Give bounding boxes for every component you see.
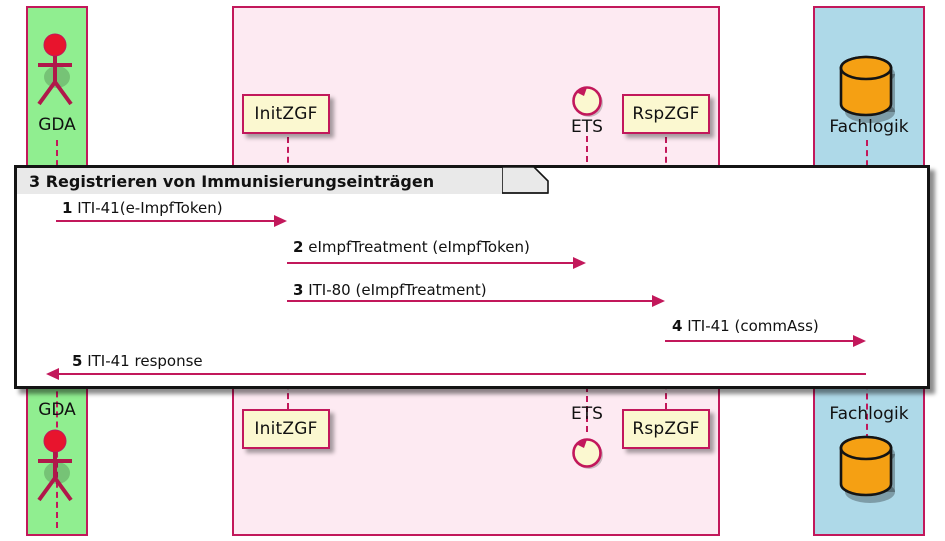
participant-box-initzgf-bottom[interactable]: InitZGF <box>242 409 330 449</box>
participant-label-fachlogik-bottom: Fachlogik <box>829 404 909 424</box>
control-circle-icon <box>572 438 603 469</box>
combined-fragment: 3 Registrieren von Immunisierungseinträg… <box>14 165 930 389</box>
actor-icon-gda-top <box>28 32 86 108</box>
participant-label-rspzgf-bottom: RspZGF <box>632 419 700 439</box>
message-line-5 <box>58 373 866 375</box>
actor-stick-figure-icon <box>37 33 73 106</box>
participant-label-ets-top: ETS <box>571 117 603 137</box>
control-icon-ets-top <box>568 80 604 117</box>
actor-icon-gda-bottom <box>28 428 86 504</box>
participant-label-gda-top: GDA <box>38 115 76 135</box>
participant-label-ets-bottom: ETS <box>571 404 603 424</box>
participant-box-rspzgf-top[interactable]: RspZGF <box>622 94 710 134</box>
participant-label-initzgf-top: InitZGF <box>254 104 318 124</box>
message-label-3: 3 ITI-80 (eImpfTreatment) <box>293 281 487 299</box>
participant-label-gda-bottom: GDA <box>38 400 76 420</box>
message-arrowhead-4 <box>853 335 866 347</box>
message-line-1 <box>56 220 276 222</box>
participant-label-rspzgf-top: RspZGF <box>632 104 700 124</box>
message-number-4: 4 <box>672 317 683 335</box>
message-label-2: 2 eImpfTreatment (eImpfToken) <box>293 238 530 256</box>
message-line-3 <box>287 300 654 302</box>
database-cylinder-icon <box>839 55 895 123</box>
message-line-2 <box>287 262 575 264</box>
participant-label-fachlogik-top: Fachlogik <box>829 117 909 137</box>
fragment-header-pentagon-tail <box>502 167 549 194</box>
message-label-1: 1 ITI-41(e-ImpfToken) <box>62 199 223 217</box>
message-label-5: 5 ITI-41 response <box>72 352 203 370</box>
actor-stick-figure-icon <box>37 429 73 502</box>
fragment-header: 3 Registrieren von Immunisierungseinträg… <box>17 168 505 194</box>
message-number-5: 5 <box>72 352 83 370</box>
message-text-3: ITI-80 (eImpfTreatment) <box>308 281 487 299</box>
message-number-2: 2 <box>293 238 304 256</box>
message-arrowhead-5 <box>46 368 59 380</box>
database-icon-fachlogik-top <box>836 54 898 124</box>
message-text-4: ITI-41 (commAss) <box>687 317 819 335</box>
participant-box-rspzgf-bottom[interactable]: RspZGF <box>622 409 710 449</box>
participant-box-initzgf-top[interactable]: InitZGF <box>242 94 330 134</box>
database-icon-fachlogik-bottom <box>836 434 898 504</box>
fragment-header-label: 3 Registrieren von Immunisierungseinträg… <box>29 171 435 191</box>
message-arrowhead-3 <box>652 295 665 307</box>
message-label-4: 4 ITI-41 (commAss) <box>672 317 819 335</box>
message-text-1: ITI-41(e-ImpfToken) <box>77 199 223 217</box>
message-line-4 <box>665 340 855 342</box>
control-icon-ets-bottom <box>568 432 604 469</box>
message-text-2: eImpfTreatment (eImpfToken) <box>308 238 530 256</box>
message-arrowhead-1 <box>274 215 287 227</box>
message-number-3: 3 <box>293 281 304 299</box>
message-arrowhead-2 <box>573 257 586 269</box>
participant-label-initzgf-bottom: InitZGF <box>254 419 318 439</box>
database-cylinder-icon <box>839 435 895 503</box>
message-text-5: ITI-41 response <box>87 352 203 370</box>
message-number-1: 1 <box>62 199 73 217</box>
control-circle-icon <box>572 86 603 117</box>
